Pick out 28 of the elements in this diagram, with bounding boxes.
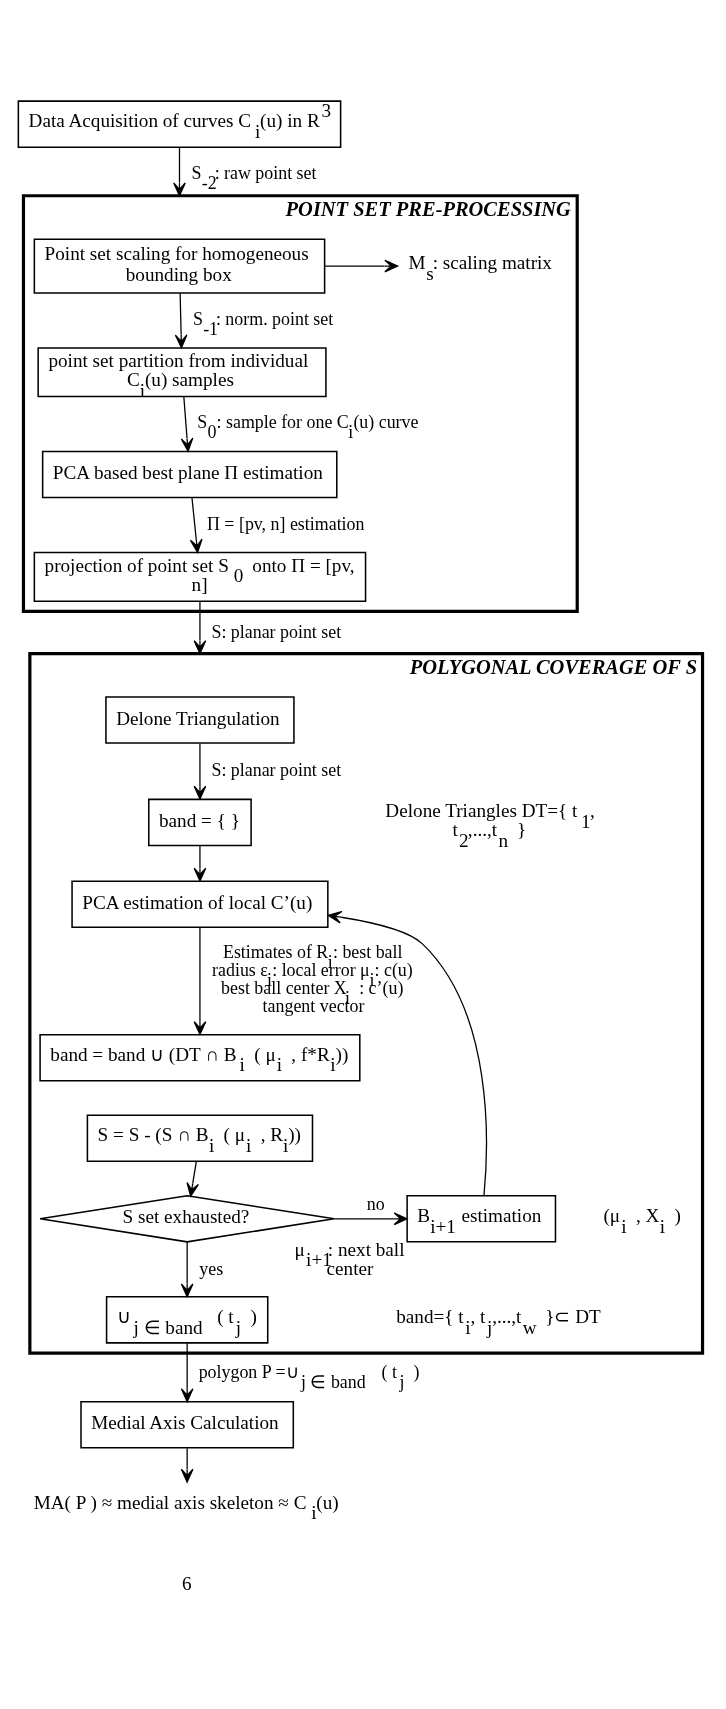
edge-label: Π = [pv, n] estimation	[206, 513, 365, 534]
arrow	[180, 395, 194, 452]
arrow	[180, 1240, 194, 1297]
node-diamond: S set exhausted?	[39, 1194, 335, 1243]
arrow	[193, 926, 207, 1035]
node-box: Medial Axis Calculation	[80, 1400, 295, 1448]
node-box: PCA based best plane Π estimation	[41, 450, 338, 498]
arrow	[180, 1342, 194, 1402]
node-box: Delone Triangulation	[105, 695, 295, 744]
edge-label: S: planar point set	[211, 759, 342, 780]
node-box: band = { }	[148, 798, 252, 846]
label: 6	[182, 1572, 192, 1594]
edge-label: yes	[199, 1258, 224, 1279]
arrow	[193, 600, 207, 654]
node-box: PCA estimation of local C’(u)	[71, 879, 329, 928]
arrow	[189, 496, 203, 553]
arrow	[327, 910, 488, 1196]
arrow	[333, 1211, 408, 1225]
edge-label: no	[366, 1193, 385, 1213]
arrow	[193, 742, 207, 800]
arrow	[324, 259, 399, 272]
arrow	[180, 1447, 194, 1483]
arrow	[193, 844, 207, 882]
arrow	[186, 1160, 200, 1197]
edge-label: S: planar point set	[211, 621, 342, 642]
arrow	[173, 146, 186, 196]
node-box: Point set scaling for homogeneous bounding box	[33, 237, 326, 294]
arrow	[174, 291, 188, 348]
